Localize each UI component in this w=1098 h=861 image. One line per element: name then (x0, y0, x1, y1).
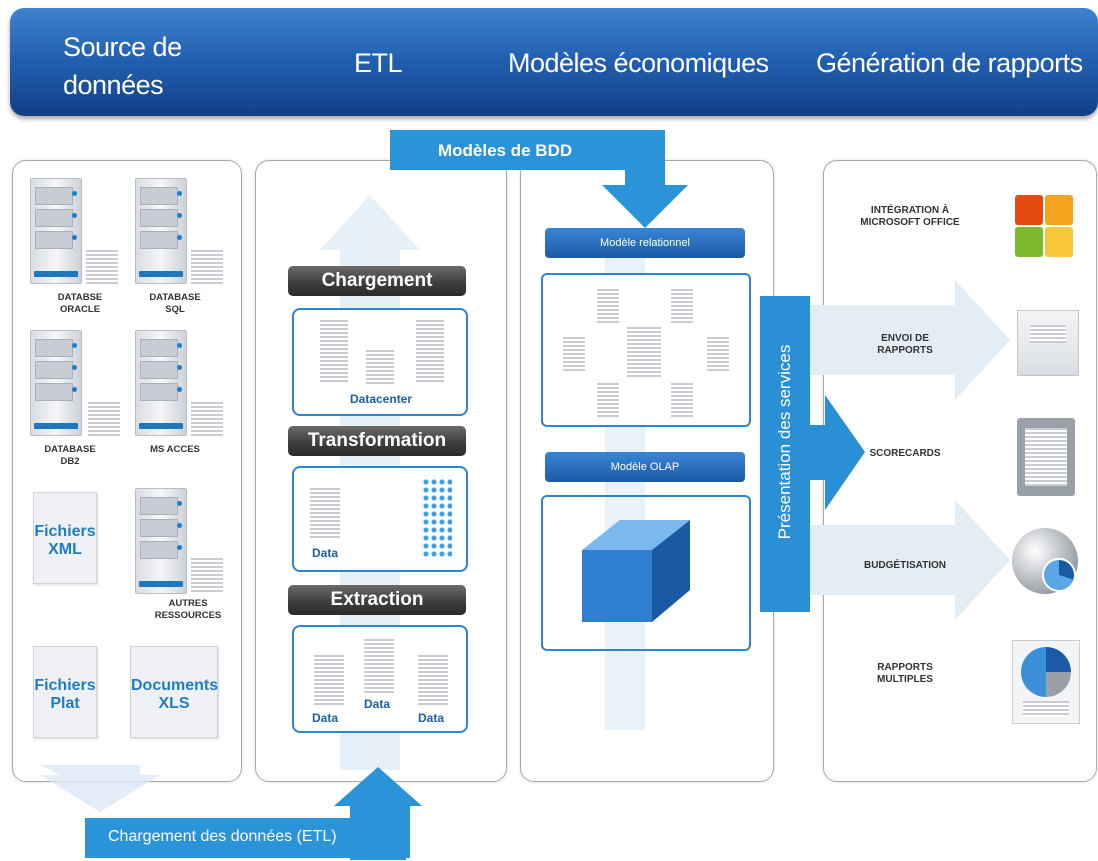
file-word1: Fichiers (34, 677, 96, 694)
report-label-office: INTÉGRATION À MICROSOFT OFFICE (860, 205, 960, 228)
table-icon (707, 337, 729, 371)
server-icon (416, 320, 444, 384)
transformation-box: Data (292, 466, 468, 572)
data-lines-icon (364, 639, 394, 693)
cube-front (582, 550, 652, 622)
cube-top (582, 520, 690, 550)
bdd-models-label: Modèles de BDD (438, 141, 573, 160)
data-label: Data (312, 711, 339, 725)
source-label-db2: DATABASE DB2 (44, 444, 96, 467)
etl-transformation-bar: Transformation (288, 426, 466, 456)
table-icon (597, 289, 619, 323)
header-models-label: Modèles économiques (508, 48, 769, 78)
file-word2: XLS (158, 695, 190, 712)
relational-model-box (541, 273, 751, 427)
file-word1: Fichiers (34, 523, 96, 540)
server-icon (366, 350, 394, 384)
rack-lines-icon (191, 558, 223, 592)
olap-model-bar: Modèle OLAP (545, 452, 745, 482)
pie-report-icon (1012, 640, 1080, 724)
table-icon (671, 289, 693, 323)
bdd-arrow-shape (390, 130, 688, 228)
header-etl-label: ETL (354, 48, 403, 78)
etl-loading-label: Chargement des données (ETL) (108, 828, 337, 845)
dots-icon (422, 478, 452, 558)
rack-lines-icon (191, 402, 223, 436)
cube-side (652, 520, 690, 622)
relational-model-bar: Modèle relationnel (545, 228, 745, 258)
service-arrow-dark (800, 395, 865, 510)
report-label-multi: RAPPORTS MULTIPLES (877, 662, 933, 685)
source-label-msaccess: MS ACCES (150, 444, 200, 455)
globe-chart-icon (1012, 528, 1078, 594)
oracle-server-icon (30, 178, 82, 284)
service-arrow-light-2 (810, 500, 1010, 620)
table-icon (563, 337, 585, 371)
etl-loading-bar: Chargement (288, 266, 466, 296)
data-label: Data (418, 711, 445, 725)
clipboard-icon (1017, 418, 1075, 496)
sql-server-icon (135, 178, 187, 284)
table-icon (627, 327, 661, 377)
datacenter-label: Datacenter (350, 392, 413, 406)
file-word1: Documents (131, 677, 219, 694)
db2-server-icon (30, 330, 82, 436)
data-lines-icon (314, 655, 344, 705)
rack-lines-icon (191, 250, 223, 284)
etl-bottom-arrow-shape (85, 770, 420, 858)
header-banner: Source de données ETL Modèles économique… (10, 8, 1098, 116)
datacenter-box: Datacenter (292, 308, 468, 416)
xls-file-icon: Documents XLS (130, 646, 218, 738)
report-label-email: ENVOI DE RAPPORTS (877, 333, 933, 356)
file-word2: XML (48, 541, 82, 558)
rack-lines-icon (88, 402, 120, 436)
table-icon (671, 383, 693, 417)
services-label: Présentation des services (775, 344, 794, 540)
envelope-icon (1017, 310, 1079, 376)
header-source-label: Source de données (63, 32, 182, 100)
office-icon (1015, 195, 1075, 259)
olap-model-box (541, 495, 751, 651)
etl-extraction-bar: Extraction (288, 585, 466, 615)
data-label: Data (364, 697, 391, 711)
extraction-box: Data Data Data (292, 625, 468, 733)
other-server-icon (135, 488, 187, 594)
data-lines-icon (418, 655, 448, 705)
sources-down-shape (40, 765, 160, 812)
service-arrow-light-1 (810, 280, 1010, 400)
source-label-oracle: DATABSE ORACLE (57, 292, 103, 315)
header-reports-label: Génération de rapports (816, 48, 1083, 78)
msaccess-server-icon (135, 330, 187, 436)
services-bar-shape (760, 296, 810, 612)
source-label-other: AUTRES RESSOURCES (154, 598, 222, 621)
etl-bottom-up-shape (334, 767, 422, 860)
source-label-sql: DATABASE SQL (149, 292, 201, 315)
file-word2: Plat (50, 695, 80, 712)
report-label-budget: BUDGÉTISATION (863, 560, 947, 571)
table-icon (597, 383, 619, 417)
rack-lines-icon (86, 250, 118, 284)
flat-file-icon: Fichiers Plat (33, 646, 97, 738)
data-label: Data (312, 546, 339, 560)
report-label-scorecards: SCORECARDS (869, 448, 941, 459)
xml-file-icon: Fichiers XML (33, 492, 97, 584)
data-lines-icon (310, 488, 340, 540)
server-icon (320, 320, 348, 384)
